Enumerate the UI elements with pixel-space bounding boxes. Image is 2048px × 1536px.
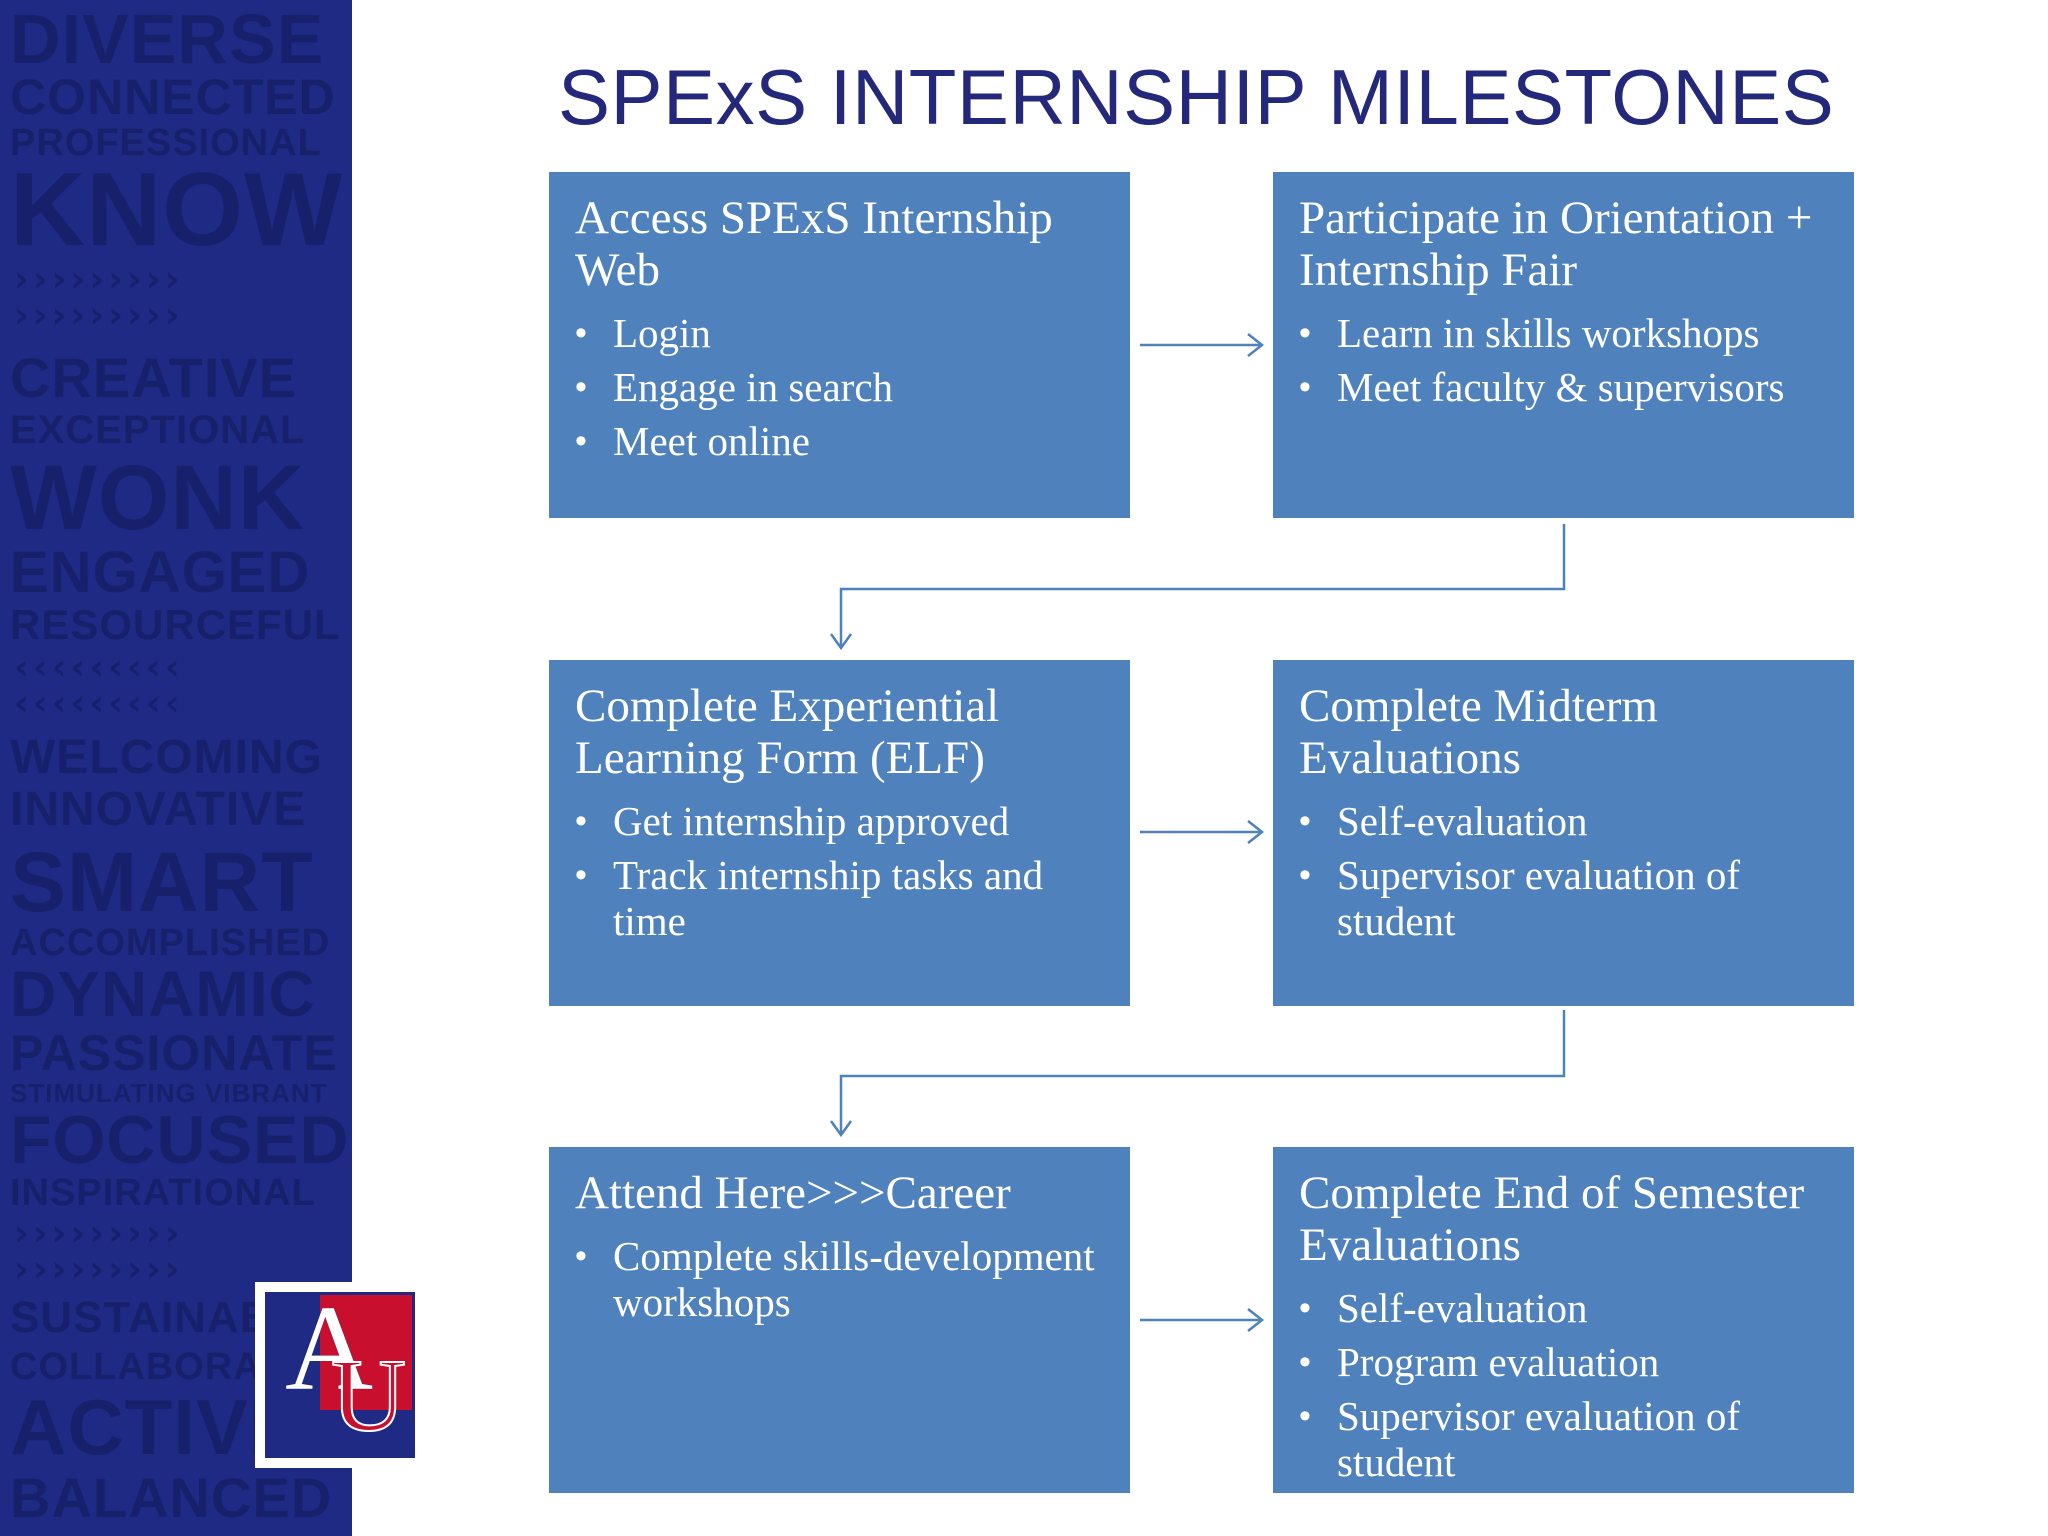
milestone-item: • Track internship tasks and time <box>575 852 1110 944</box>
arrowhead-right-3 <box>1247 1308 1265 1332</box>
university-logo: A U <box>255 1282 425 1468</box>
bullet-icon: • <box>1299 1397 1311 1435</box>
logo-letter-u: U <box>330 1338 407 1453</box>
milestone-item-list: • Learn in skills workshops • Meet faculty … <box>1299 310 1834 410</box>
side-word: CREATIVE <box>10 346 297 409</box>
milestone-item-text: Get internship approved <box>613 798 1010 844</box>
bullet-icon: • <box>575 1237 587 1275</box>
elbow-connector-1 <box>839 524 1566 648</box>
chevron-pattern: ‹‹‹‹‹‹‹‹‹‹‹‹‹‹‹‹‹‹ <box>14 647 184 724</box>
milestone-box-5: Attend Here>>>Career • Complete skills-dev… <box>549 1147 1130 1493</box>
milestone-item-text: Self-evaluation <box>1337 1285 1588 1331</box>
side-word: DYNAMIC <box>10 958 316 1030</box>
milestone-item: • Complete skills-development workshops <box>575 1233 1110 1325</box>
milestone-title: Attend Here>>>Career <box>575 1167 1011 1219</box>
milestone-title: Complete Experiential Learning Form (ELF… <box>575 680 1000 784</box>
milestone-item-list: • Self-evaluation • Supervisor evaluation o… <box>1299 798 1834 944</box>
milestone-title: Access SPExS Internship Web <box>575 192 1053 296</box>
side-word: WONK <box>10 447 306 549</box>
milestone-item-text: Meet faculty & supervisors <box>1337 364 1785 410</box>
side-word: CONNECTED <box>10 69 336 125</box>
side-word: STIMULATING VIBRANT <box>10 1078 328 1108</box>
side-word: ENGAGED <box>10 540 311 605</box>
side-word: SMART <box>10 835 314 929</box>
bullet-icon: • <box>1299 1289 1311 1327</box>
arrowhead-right-1 <box>1247 333 1265 357</box>
side-word: FOCUSED <box>10 1102 350 1178</box>
side-word: PROFESSIONAL <box>10 122 322 164</box>
side-word: DIVERSE <box>10 0 325 78</box>
milestone-item-list: • Self-evaluation • Program evaluation • Supe… <box>1299 1285 1834 1485</box>
side-word: WELCOMING <box>10 731 323 784</box>
milestone-box-4: Complete Midterm Evaluations • Self-evalua… <box>1273 660 1854 1006</box>
milestone-item: • Supervisor evaluation of student <box>1299 1393 1834 1485</box>
milestone-item: • Supervisor evaluation of student <box>1299 852 1834 944</box>
bullet-icon: • <box>575 368 587 406</box>
milestone-item: • Engage in search <box>575 364 1110 410</box>
arrowhead-down-2 <box>829 1120 853 1138</box>
milestone-item-list: • Get internship approved • Track internshi… <box>575 798 1110 944</box>
milestone-item: • Get internship approved <box>575 798 1110 844</box>
milestone-item-list: • Complete skills-development workshops <box>575 1233 1110 1325</box>
side-word: INSPIRATIONAL <box>10 1172 316 1214</box>
bullet-icon: • <box>1299 314 1311 352</box>
side-word-panel: DIVERSE CONNECTED PROFESSIONAL KNOW ››››… <box>0 0 352 1536</box>
milestone-item: • Program evaluation <box>1299 1339 1834 1385</box>
milestone-item-text: Supervisor evaluation of student <box>1337 852 1741 944</box>
bullet-icon: • <box>575 314 587 352</box>
elbow-connector-2 <box>839 1010 1566 1135</box>
milestone-item-text: Learn in skills workshops <box>1337 310 1760 356</box>
milestone-item-text: Self-evaluation <box>1337 798 1588 844</box>
side-word: ACCOMPLISHED <box>10 922 331 964</box>
chevron-pattern: ›››››››››››››››››› <box>14 259 184 336</box>
side-word: PASSIONATE <box>10 1025 338 1081</box>
milestone-item: • Meet faculty & supervisors <box>1299 364 1834 410</box>
milestone-item: • Self-evaluation <box>1299 1285 1834 1331</box>
side-word: INNOVATIVE <box>10 783 307 836</box>
bullet-icon: • <box>1299 368 1311 406</box>
arrowhead-right-2 <box>1247 820 1265 844</box>
bullet-icon: • <box>575 422 587 460</box>
bullet-icon: • <box>575 856 587 894</box>
milestone-item-list: • Login • Engage in search • Meet online <box>575 310 1110 464</box>
side-word: ACTIVE <box>10 1383 303 1471</box>
chevron-pattern: ›››››››››››››››››› <box>14 1213 184 1290</box>
milestone-item-text: Login <box>613 310 711 356</box>
side-word: BALANCED <box>10 1466 333 1529</box>
milestone-title: Complete End of Semester Evaluations <box>1299 1167 1805 1271</box>
milestone-title: Participate in Orientation + Internship … <box>1299 192 1813 296</box>
milestone-box-1: Access SPExS Internship Web • Login • Engage… <box>549 172 1130 518</box>
bullet-icon: • <box>575 802 587 840</box>
milestone-box-6: Complete End of Semester Evaluations • Sel… <box>1273 1147 1854 1493</box>
milestone-box-3: Complete Experiential Learning Form (ELF… <box>549 660 1130 1006</box>
milestone-item-text: Complete skills-development workshops <box>613 1233 1095 1325</box>
arrowhead-down-1 <box>829 633 853 651</box>
milestone-item: • Meet online <box>575 418 1110 464</box>
milestone-item: • Login <box>575 310 1110 356</box>
milestone-item: • Learn in skills workshops <box>1299 310 1834 356</box>
milestone-item-text: Supervisor evaluation of student <box>1337 1393 1741 1485</box>
milestone-title: Complete Midterm Evaluations <box>1299 680 1658 784</box>
milestone-item-text: Engage in search <box>613 364 894 410</box>
slide-title: SPExS INTERNSHIP MILESTONES <box>558 53 1835 141</box>
milestone-item-text: Program evaluation <box>1337 1339 1660 1385</box>
bullet-icon: • <box>1299 1343 1311 1381</box>
bullet-icon: • <box>1299 856 1311 894</box>
milestone-item-text: Track internship tasks and time <box>613 852 1044 944</box>
logo-letter-a: A <box>285 1281 374 1416</box>
side-word: KNOW <box>10 152 344 268</box>
milestone-box-2: Participate in Orientation + Internship … <box>1273 172 1854 518</box>
side-word: RESOURCEFUL <box>10 601 341 648</box>
side-word: EXCEPTIONAL <box>10 408 306 452</box>
bullet-icon: • <box>1299 802 1311 840</box>
milestone-item-text: Meet online <box>613 418 810 464</box>
milestone-item: • Self-evaluation <box>1299 798 1834 844</box>
